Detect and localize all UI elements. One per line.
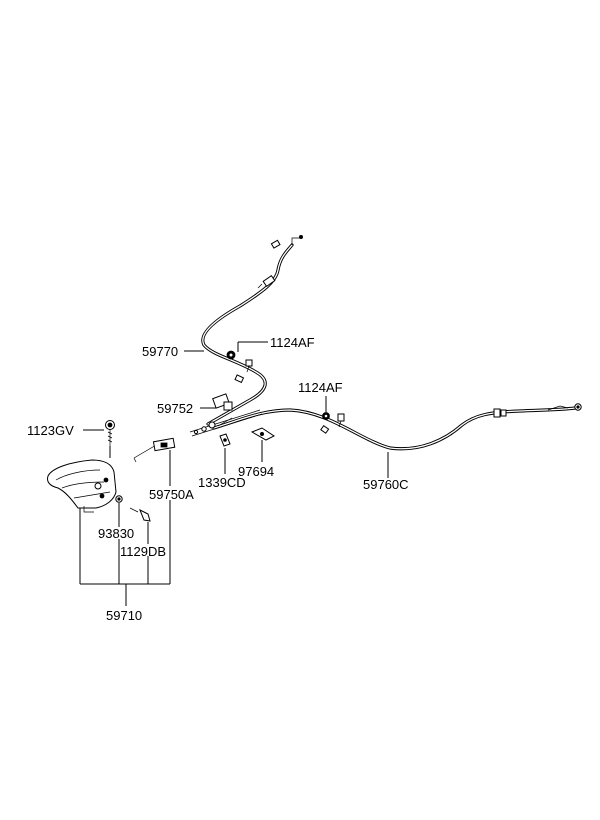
equalizer-59752 bbox=[189, 393, 263, 437]
bolt-1123gv bbox=[105, 420, 115, 446]
washer-93830 bbox=[115, 495, 123, 503]
label-59760c: 59760C bbox=[363, 477, 409, 492]
label-59770: 59770 bbox=[142, 344, 178, 359]
lever-assembly-59710 bbox=[47, 459, 117, 513]
label-1123gv: 1123GV bbox=[27, 423, 74, 438]
label-59752: 59752 bbox=[157, 401, 193, 416]
label-59710: 59710 bbox=[106, 608, 142, 623]
rear-cable-59760c bbox=[212, 403, 582, 451]
switch-59750a bbox=[133, 437, 176, 463]
label-97694: 97694 bbox=[238, 464, 274, 479]
label-93830: 93830 bbox=[98, 526, 134, 541]
bolt-1124af-mid bbox=[322, 412, 345, 428]
bolt-1129db bbox=[129, 507, 151, 522]
label-1124af-mid: 1124AF bbox=[298, 380, 343, 395]
bracket-97694 bbox=[250, 427, 275, 441]
label-1339cd: 1339CD bbox=[198, 475, 246, 490]
leader-lines bbox=[79, 341, 389, 606]
clip-1339cd bbox=[219, 433, 231, 447]
label-59750a: 59750A bbox=[149, 487, 194, 502]
label-1129db: 1129DB bbox=[120, 544, 166, 559]
label-1124af-top: 1124AF bbox=[270, 335, 315, 350]
front-cable-59770 bbox=[201, 234, 303, 426]
bolt-1124af-top bbox=[226, 350, 253, 373]
